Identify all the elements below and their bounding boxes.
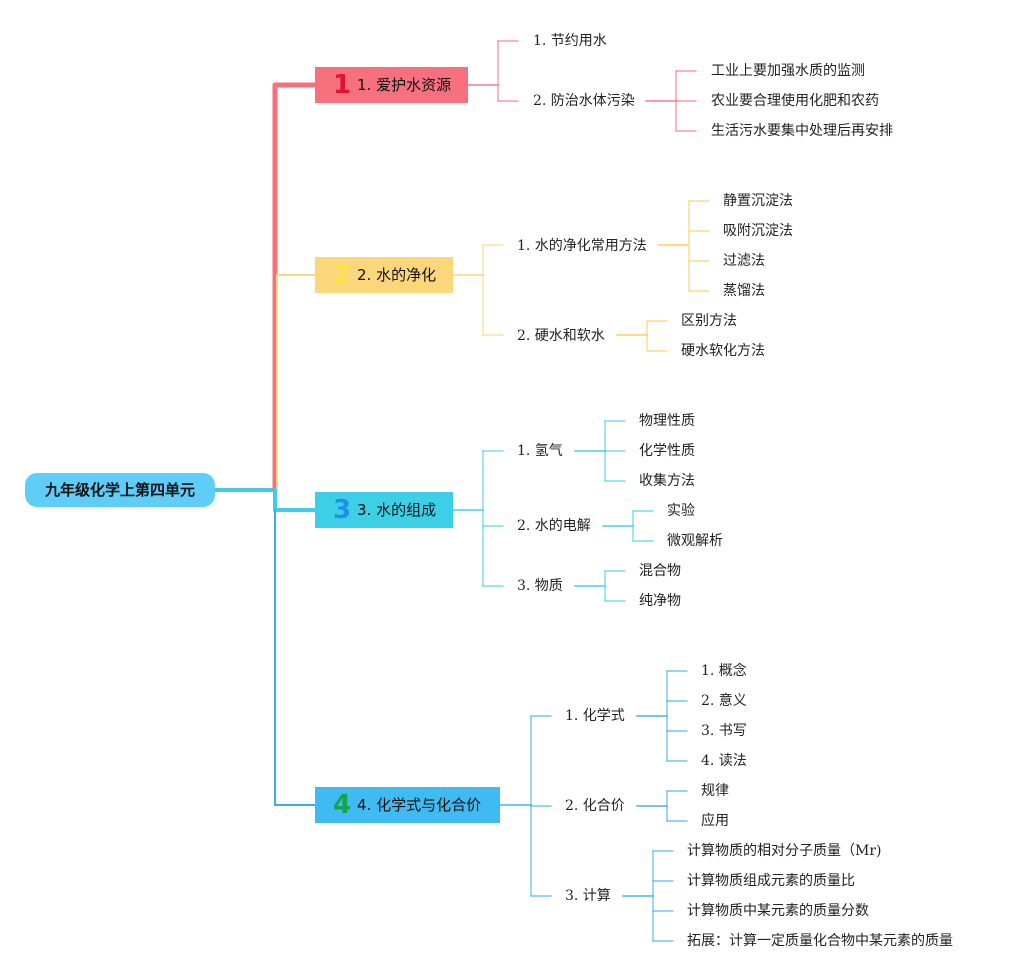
sub-node[interactable]: 2. 防治水体污染 [533,93,635,109]
leaf-node[interactable]: 农业要合理使用化肥和农药 [711,93,879,109]
leaf-node[interactable]: 计算物质的相对分子质量（Mr) [687,843,882,859]
sub-node[interactable]: 2. 水的电解 [517,518,591,534]
leaf-node[interactable]: 静置沉淀法 [723,193,793,209]
leaf-node[interactable]: 物理性质 [639,413,695,429]
leaf-node[interactable]: 拓展：计算一定质量化合物中某元素的质量 [687,933,953,949]
branch-label: 3. 水的组成 [357,501,437,519]
leaf-node[interactable]: 计算物质中某元素的质量分数 [687,903,869,919]
number-1-icon: 1 [333,70,352,100]
leaf-node[interactable]: 混合物 [639,563,681,579]
number-3-icon: 3 [333,495,352,525]
leaf-node[interactable]: 规律 [701,783,729,799]
leaf-node[interactable]: 4. 读法 [701,753,747,769]
leaf-node[interactable]: 1. 概念 [701,663,747,679]
leaf-node[interactable]: 实验 [667,503,695,519]
branch-node-4[interactable]: 4 4. 化学式与化合价 [315,787,500,823]
leaf-node[interactable]: 应用 [701,813,729,829]
leaf-node[interactable]: 区别方法 [681,313,737,329]
leaf-node[interactable]: 吸附沉淀法 [723,223,793,239]
leaf-node[interactable]: 化学性质 [639,443,695,459]
leaf-node[interactable]: 3. 书写 [701,723,747,739]
number-2-icon: 2 [333,260,352,290]
leaf-node[interactable]: 微观解析 [667,533,723,549]
sub-node[interactable]: 1. 化学式 [565,708,625,724]
number-4-icon: 4 [333,790,352,820]
sub-node[interactable]: 1. 水的净化常用方法 [517,238,647,254]
leaf-node[interactable]: 蒸馏法 [723,283,765,299]
sub-node[interactable]: 3. 物质 [517,578,563,594]
branch-node-1[interactable]: 1 1. 爱护水资源 [315,67,468,103]
branch-label: 2. 水的净化 [357,266,437,284]
leaf-node[interactable]: 纯净物 [639,593,681,609]
leaf-node[interactable]: 2. 意义 [701,693,747,709]
branch-node-3[interactable]: 3 3. 水的组成 [315,492,453,528]
leaf-node[interactable]: 计算物质组成元素的质量比 [687,873,855,889]
sub-node[interactable]: 2. 化合价 [565,798,625,814]
sub-node[interactable]: 3. 计算 [565,888,611,904]
branch-label: 4. 化学式与化合价 [357,796,482,814]
leaf-node[interactable]: 工业上要加强水质的监测 [711,63,865,79]
branch-label: 1. 爱护水资源 [357,76,452,94]
leaf-node[interactable]: 收集方法 [639,473,695,489]
leaf-node[interactable]: 生活污水要集中处理后再安排 [711,123,893,139]
root-node[interactable]: 九年级化学上第四单元 [25,473,215,507]
sub-node[interactable]: 2. 硬水和软水 [517,328,605,344]
leaf-node[interactable]: 硬水软化方法 [681,343,765,359]
branch-node-2[interactable]: 2 2. 水的净化 [315,257,453,293]
sub-node[interactable]: 1. 氢气 [517,443,563,459]
sub-node[interactable]: 1. 节约用水 [533,33,607,49]
leaf-node[interactable]: 过滤法 [723,253,765,269]
